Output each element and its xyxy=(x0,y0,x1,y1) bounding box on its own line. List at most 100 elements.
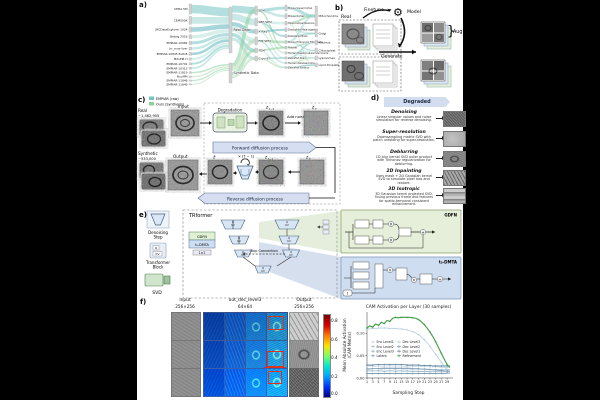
svd-icon xyxy=(144,273,171,287)
sankey-node xyxy=(314,39,318,46)
heatmap-tile xyxy=(203,312,225,341)
legend-marker xyxy=(371,349,375,353)
y-tick-label: 0.05 xyxy=(356,354,364,358)
series-marker xyxy=(417,372,420,375)
x-tick-label: 1 xyxy=(366,380,368,384)
x-tick-label: 29 xyxy=(445,380,449,384)
arrow-icon xyxy=(436,156,445,160)
series-marker xyxy=(383,327,386,330)
sankey-node xyxy=(188,57,192,61)
sankey-node xyxy=(314,62,318,68)
svg-text:×: × xyxy=(389,222,392,227)
sankey-label-organelle: Lipid Droplets xyxy=(319,63,340,67)
f-input-size: 256×256 xyxy=(175,303,195,309)
series-marker xyxy=(406,372,409,375)
sankey-label-dataset: CEM1.5M xyxy=(174,7,188,11)
colorbar-tick: 0.8 xyxy=(331,318,338,323)
svg-text:t₀-DMTA: t₀-DMTA xyxy=(195,243,209,247)
heatmap-tile xyxy=(245,368,267,397)
degradation-label: Degradation xyxy=(218,108,243,113)
sankey-label-dataset: EMPIAR-11846 xyxy=(166,79,187,83)
series-marker xyxy=(371,367,374,370)
series-marker xyxy=(383,370,386,373)
degradation-box xyxy=(212,112,248,133)
f-input-image xyxy=(171,368,201,397)
skip-connection-label: Skip Connection xyxy=(250,249,277,253)
sankey-node xyxy=(284,51,288,55)
sankey-label-modality: SEM xyxy=(259,9,266,13)
time-embed-label: t xyxy=(347,292,349,296)
sankey-ribbon xyxy=(191,36,230,50)
sankey-label-sample: Human Hepatocellular Carcinoma xyxy=(288,52,329,55)
f-output-size: 256×256 xyxy=(294,303,314,309)
sankey-label-modality: Cryo-ET xyxy=(259,57,271,61)
loop-label: × (T − 1) xyxy=(238,155,255,159)
legend-marker xyxy=(397,340,401,344)
series-marker xyxy=(377,324,380,327)
generate-label: Generate xyxy=(381,54,403,60)
zt1-rev-image xyxy=(258,159,284,185)
sankey-label-sample: Hippocampal Neurons xyxy=(288,22,315,25)
series-marker xyxy=(377,367,380,370)
heatmap-tile xyxy=(203,340,225,369)
sankey-node xyxy=(228,6,233,54)
series-marker xyxy=(411,367,414,370)
arrowhead xyxy=(199,172,202,176)
sankey-node xyxy=(254,47,258,54)
sankey-ribbon xyxy=(286,22,316,66)
sankey-node xyxy=(254,36,258,46)
series-marker xyxy=(411,330,414,333)
transformer-trapezoid xyxy=(282,249,300,258)
panel-e-diagram: e) Denoising Step Q KV Transformer Block… xyxy=(139,209,462,300)
svg-text:+: + xyxy=(438,277,442,282)
sankey-ribbon xyxy=(257,40,286,64)
series-marker xyxy=(383,365,386,368)
legend-transformer-1: Transformer xyxy=(145,260,170,265)
sankey-node xyxy=(254,5,258,16)
sankey-label-organelle: Nucleus xyxy=(319,41,331,45)
colorbar-tick: 0.2 xyxy=(331,373,338,379)
sankey-node xyxy=(228,62,233,84)
sankey-ribbon xyxy=(286,52,316,59)
series-marker xyxy=(366,368,368,371)
series-marker xyxy=(434,372,437,375)
sankey-label-sample: Zebrafish Embryo xyxy=(288,66,310,69)
sankey-label-source: Synthetic Data xyxy=(234,71,259,75)
sankey-ribbon xyxy=(191,24,230,32)
series-marker xyxy=(434,340,437,343)
zt1-rev-sub: t−1 xyxy=(268,157,274,161)
colorbar-tick: 0.4 xyxy=(331,355,338,360)
sankey-label-sample: Platelet xyxy=(288,47,297,50)
sankey-node xyxy=(188,40,192,45)
arrow-icon xyxy=(436,136,445,140)
svg-text:×: × xyxy=(389,238,392,243)
task-desc: Downsampling matrix SVD with patch unfol… xyxy=(373,134,435,143)
svg-text:1×1: 1×1 xyxy=(199,251,206,255)
sankey-node xyxy=(188,62,192,66)
sankey-node xyxy=(188,67,192,70)
series-marker xyxy=(394,367,397,370)
synthetic-count: ~533,000 xyxy=(138,157,157,161)
series-marker xyxy=(446,369,449,372)
sankey-node xyxy=(284,21,288,26)
sankey-ribbon xyxy=(231,8,256,67)
legend-entry: Dec Level3 xyxy=(403,340,421,344)
sankey-label-dataset: Betzig 2016 xyxy=(170,35,187,39)
sankey-ribbon xyxy=(286,41,316,51)
f-output-image xyxy=(289,368,319,397)
legend-marker xyxy=(397,354,401,358)
sankey-ribbon xyxy=(191,64,230,74)
f-output-image xyxy=(289,340,319,369)
zT-label: z xyxy=(311,105,315,110)
input-label: Input xyxy=(178,104,189,109)
legend-svd: SVD xyxy=(152,290,162,296)
series-marker xyxy=(417,364,420,367)
arrowhead xyxy=(397,43,402,47)
real-image-stack xyxy=(138,118,167,148)
transformer-trapezoid xyxy=(278,235,300,245)
loop-arrow-icon xyxy=(240,158,250,165)
task-title: Deblurring xyxy=(390,150,418,155)
zhat-label: ẑ xyxy=(212,154,216,161)
panel-c-diagram: c) EMPIAR (raw) Ours (Synthesis) Real ~1… xyxy=(138,96,341,205)
